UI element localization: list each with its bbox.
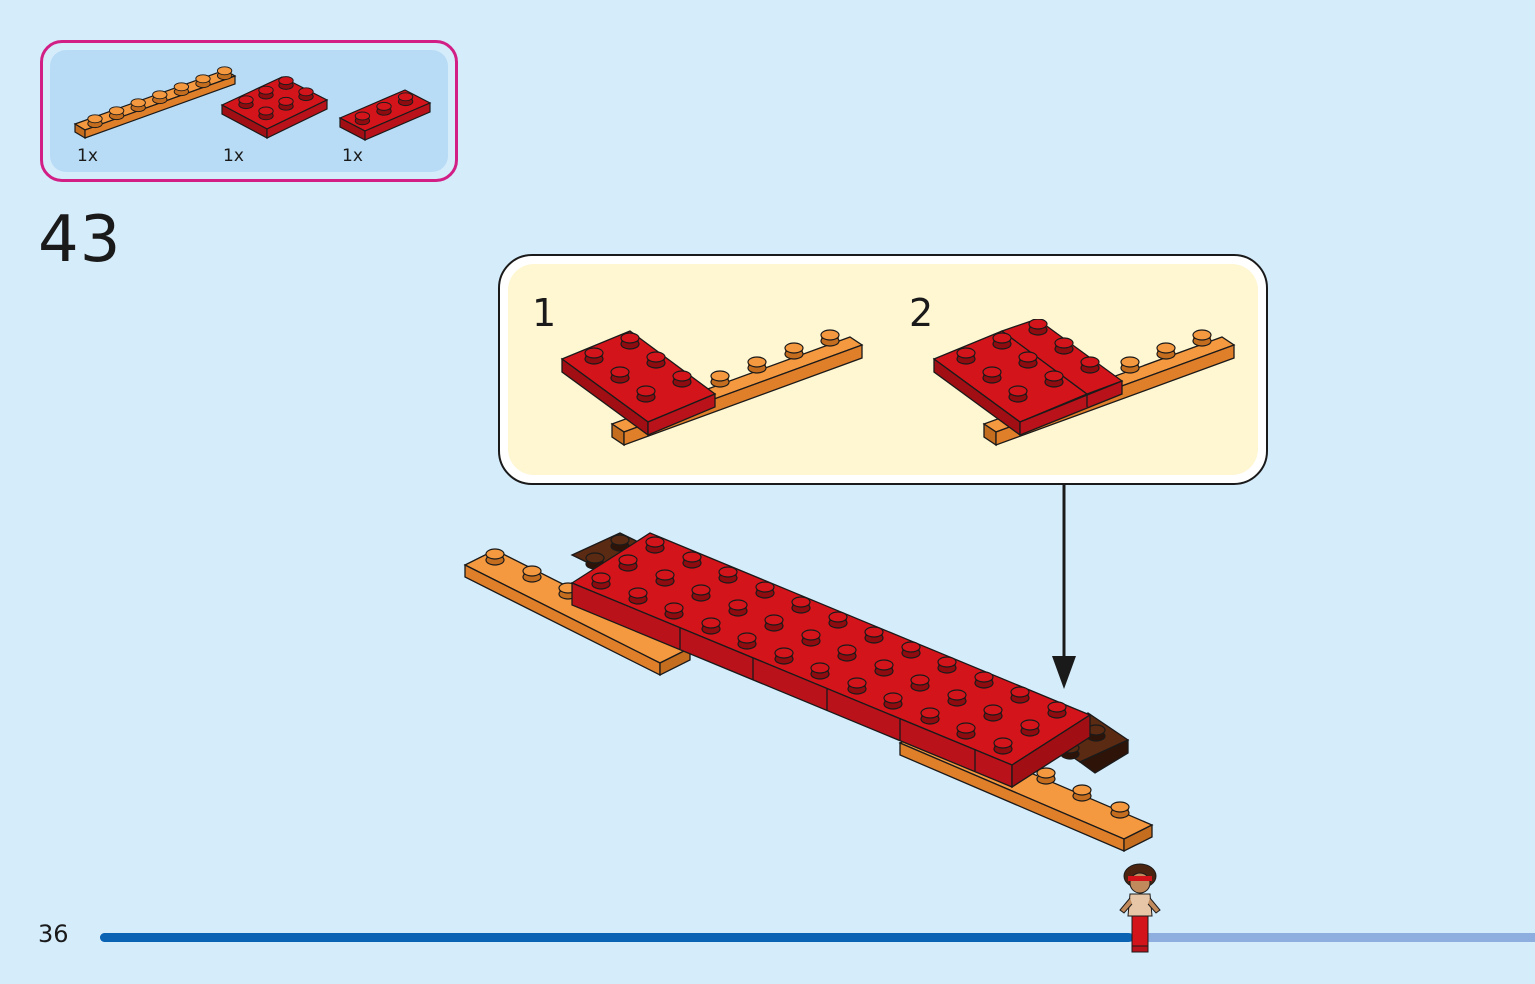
page-number: 36 — [38, 920, 69, 948]
orange-plate-icon — [73, 66, 237, 140]
progress-bar-fill — [100, 933, 1134, 942]
part-red-1x3-plate — [338, 88, 435, 146]
main-assembly-model — [463, 532, 1154, 853]
red-plate-icon — [338, 89, 432, 141]
red-plate-icon — [220, 76, 329, 139]
progress-bar — [100, 933, 1535, 942]
substep-number: 1 — [532, 291, 557, 335]
step-number: 43 — [38, 203, 122, 277]
down-arrow-icon — [1052, 484, 1076, 689]
parts-list: 1x 1x 1x — [40, 40, 458, 182]
parts-list-panel: 1x 1x 1x — [50, 50, 448, 172]
subassembly-panel: 1 2 — [508, 264, 1258, 475]
part-quantity: 1x — [77, 146, 98, 166]
substep-number: 2 — [909, 291, 934, 335]
substep-2-model — [932, 319, 1236, 447]
minifigure-icon — [1119, 863, 1161, 953]
part-red-2x3-plate — [220, 75, 334, 145]
substep-1-model — [560, 329, 864, 447]
part-quantity: 1x — [342, 146, 363, 166]
part-orange-1x6-plate — [73, 62, 240, 147]
subassembly-callout: 1 2 — [498, 254, 1268, 485]
part-quantity: 1x — [223, 146, 244, 166]
